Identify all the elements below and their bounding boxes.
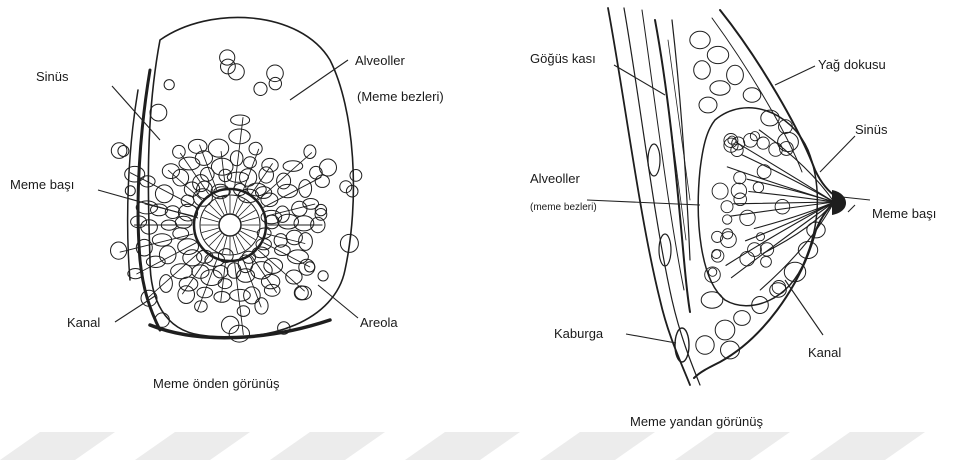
- label-front-kanal: Kanal: [67, 315, 100, 330]
- label-side-meme-basi: Meme başı: [872, 206, 936, 221]
- front-view-illustration: [111, 17, 362, 342]
- side-nipple-shape: [832, 190, 846, 215]
- label-front-areola: Areola: [360, 315, 398, 330]
- label-side-kaburga: Kaburga: [554, 326, 604, 341]
- label-side-alveoller: Alveoller: [530, 171, 581, 186]
- label-side-yag-dokusu: Yağ dokusu: [818, 57, 886, 72]
- caption-front-view: Meme önden görünüş: [153, 376, 280, 391]
- label-front-sinus: Sinüs: [36, 69, 69, 84]
- label-side-meme-bezleri: (meme bezleri): [530, 202, 597, 213]
- label-side-sinus: Sinüs: [855, 122, 888, 137]
- label-side-gogus-kasi: Göğüs kası: [530, 51, 596, 66]
- watermark-chevrons: [0, 432, 925, 460]
- side-view-illustration: [608, 8, 846, 385]
- caption-side-view: Meme yandan görünüş: [630, 414, 763, 429]
- label-front-meme-basi: Meme başı: [10, 177, 74, 192]
- label-front-meme-bezleri: (Meme bezleri): [357, 89, 444, 104]
- label-side-kanal: Kanal: [808, 345, 841, 360]
- label-front-alveoller: Alveoller: [355, 53, 406, 68]
- nipple-shape: [219, 214, 241, 236]
